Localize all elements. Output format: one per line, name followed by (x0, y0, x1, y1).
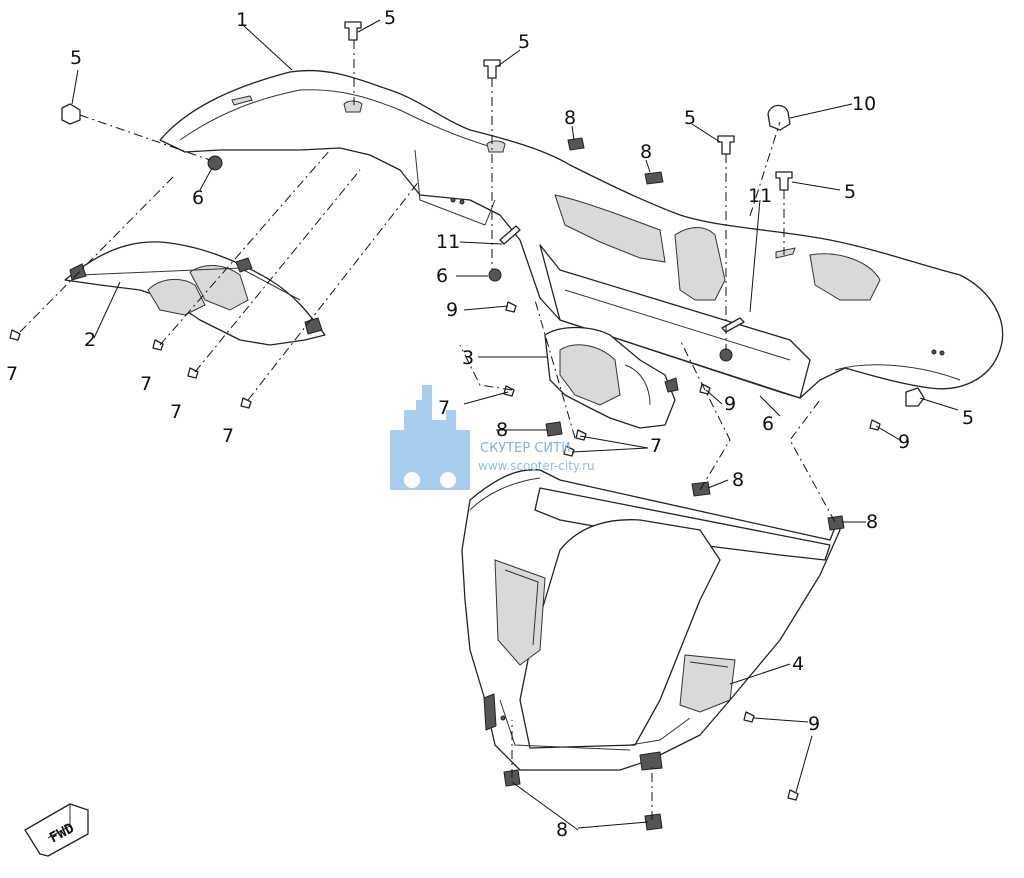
callout-6-left: 6 (192, 187, 204, 209)
part-2-left-inner-fender (64, 241, 326, 346)
watermark-url: www.scooter-city.ru (478, 459, 595, 473)
fasteners (9, 21, 925, 831)
clip-8-e (827, 515, 845, 531)
screw-9-e (787, 789, 799, 801)
clip-8-a (567, 137, 585, 151)
screw-5-a (344, 21, 362, 41)
callout-5-far-right: 5 (962, 407, 974, 429)
part-1-rear-fender (159, 69, 1004, 399)
callout-7-d: 7 (222, 425, 234, 447)
clip-8-g (644, 813, 663, 831)
screw-7-b (152, 339, 164, 351)
callout-5-right-b: 5 (844, 181, 856, 203)
callout-8-d: 8 (732, 469, 744, 491)
screw-5-e (61, 103, 81, 125)
nut-6-c (719, 348, 733, 362)
screw-7-d (240, 397, 252, 409)
callout-5-left: 5 (70, 47, 82, 69)
callout-6-mid: 6 (436, 265, 448, 287)
callout-7-c: 7 (170, 401, 182, 423)
screw-9-c (869, 419, 881, 431)
callout-9-b: 9 (724, 393, 736, 415)
callout-8-e: 8 (866, 511, 878, 533)
screw-7-a (9, 329, 21, 341)
screw-7-e (503, 385, 515, 397)
nut-6-b (488, 268, 502, 282)
callout-labels: 1 5 5 5 6 10 5 5 8 8 11 11 6 9 3 2 6 5 9… (6, 7, 974, 841)
callout-1: 1 (236, 9, 248, 31)
callout-7-a: 7 (6, 363, 18, 385)
clip-8-c (545, 421, 563, 437)
screw-5-d (775, 171, 793, 191)
grommet-10 (767, 104, 791, 131)
nut-6-a (207, 155, 223, 171)
callout-9-a: 9 (446, 299, 458, 321)
callout-7-f: 7 (650, 435, 662, 457)
callout-3: 3 (462, 347, 474, 369)
clip-8-b (644, 171, 664, 185)
screw-9-d (743, 711, 755, 723)
assembly-lines (19, 40, 836, 820)
callout-7-b: 7 (140, 373, 152, 395)
strap-11-b (721, 317, 745, 333)
callout-10: 10 (852, 93, 876, 115)
callout-11-b: 11 (748, 185, 772, 207)
part-4-front-cover (461, 469, 841, 771)
leader-lines (71, 19, 959, 831)
callout-2: 2 (84, 329, 96, 351)
callout-5-right-a: 5 (684, 107, 696, 129)
screw-7-f (563, 445, 575, 457)
callout-8-b: 8 (640, 141, 652, 163)
callout-5-mid: 5 (518, 31, 530, 53)
callout-4: 4 (792, 653, 804, 675)
callout-5-top: 5 (384, 7, 396, 29)
callout-8-c: 8 (496, 419, 508, 441)
callout-11-a: 11 (436, 231, 460, 253)
screw-5-b (483, 59, 501, 79)
screw-9-a (505, 301, 517, 313)
watermark: СКУТЕР СИТИ www.scooter-city.ru (390, 385, 595, 490)
watermark-city-logo (390, 385, 470, 490)
part-3-center-bracket (544, 326, 679, 429)
callout-8-a: 8 (564, 107, 576, 129)
strap-11-a (499, 225, 521, 245)
callout-8-f: 8 (556, 819, 568, 841)
screw-7-c (187, 367, 199, 379)
screw-5-c (717, 135, 735, 155)
callout-9-d: 9 (808, 713, 820, 735)
screw-5-f (905, 387, 925, 407)
watermark-title: СКУТЕР СИТИ (480, 441, 571, 456)
callout-6-right: 6 (762, 413, 774, 435)
screw-7-g (575, 429, 587, 441)
fwd-direction-marker: FWD (24, 803, 89, 857)
callout-9-c: 9 (898, 431, 910, 453)
